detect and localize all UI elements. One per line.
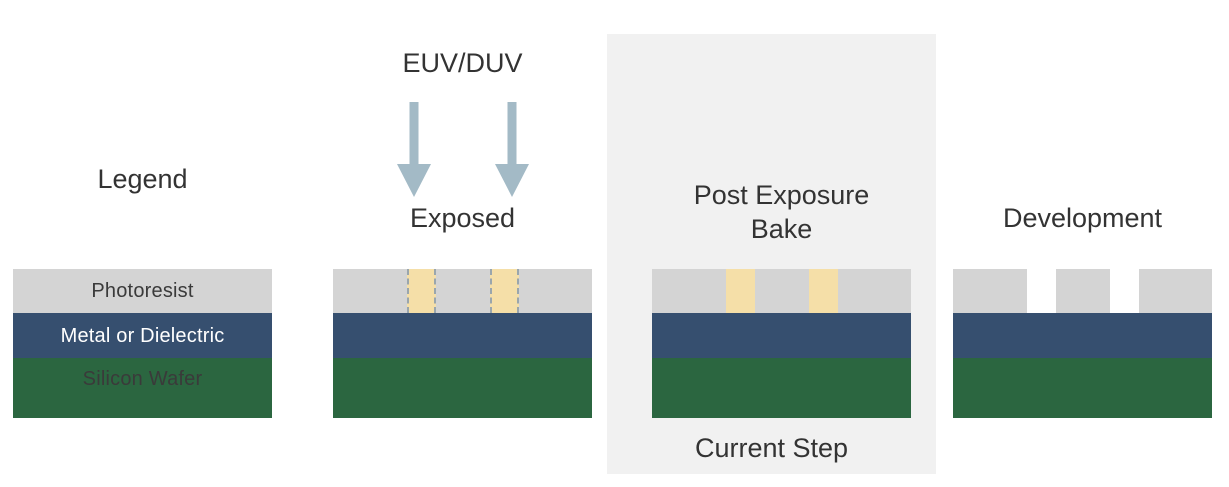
exposed-latent-region-2 xyxy=(490,269,519,313)
legend-layer-metal-or-dielectric-label: Metal or Dielectric xyxy=(60,325,225,347)
stage-stack-exposed xyxy=(333,269,592,418)
exposure-arrow-left xyxy=(396,102,432,197)
peb-layer-silicon-wafer xyxy=(652,358,911,418)
legend-layer-photoresist: Photoresist xyxy=(13,269,272,313)
exposed-layer-silicon-wafer xyxy=(333,358,592,418)
current-step-caption: Current Step xyxy=(694,433,849,463)
exposed-layer-metal-or-dielectric xyxy=(333,313,592,358)
development-layer-photoresist xyxy=(953,269,1212,313)
legend-layer-silicon-wafer-label: Silicon Wafer xyxy=(82,368,203,390)
legend-layer-photoresist-label: Photoresist xyxy=(91,280,194,302)
peb-layer-metal-or-dielectric xyxy=(652,313,911,358)
legend-stack: Photoresist Metal or Dielectric Silicon … xyxy=(13,269,272,418)
stage-stack-post-exposure-bake xyxy=(652,269,911,418)
legend-title: Legend xyxy=(97,164,188,194)
stage-title-exposed: Exposed xyxy=(409,203,516,233)
exposed-latent-region-1 xyxy=(407,269,436,313)
peb-layer-photoresist xyxy=(652,269,911,313)
development-layer-metal-or-dielectric xyxy=(953,313,1212,358)
exposure-arrow-right xyxy=(494,102,530,197)
legend-layer-metal-or-dielectric: Metal or Dielectric xyxy=(13,313,272,358)
peb-exposed-region-1 xyxy=(726,269,755,313)
development-opening-2 xyxy=(1110,269,1139,313)
legend-layer-silicon-wafer: Silicon Wafer xyxy=(13,358,272,418)
stage-title-development: Development xyxy=(1002,203,1163,233)
stage-title-post-exposure-bake: Post Exposure Bake xyxy=(693,180,870,244)
peb-exposed-region-2 xyxy=(809,269,838,313)
stage-stack-development xyxy=(953,269,1212,418)
development-layer-silicon-wafer xyxy=(953,358,1212,418)
development-opening-1 xyxy=(1027,269,1056,313)
exposure-source-label: EUV/DUV xyxy=(402,48,523,78)
exposed-layer-photoresist xyxy=(333,269,592,313)
